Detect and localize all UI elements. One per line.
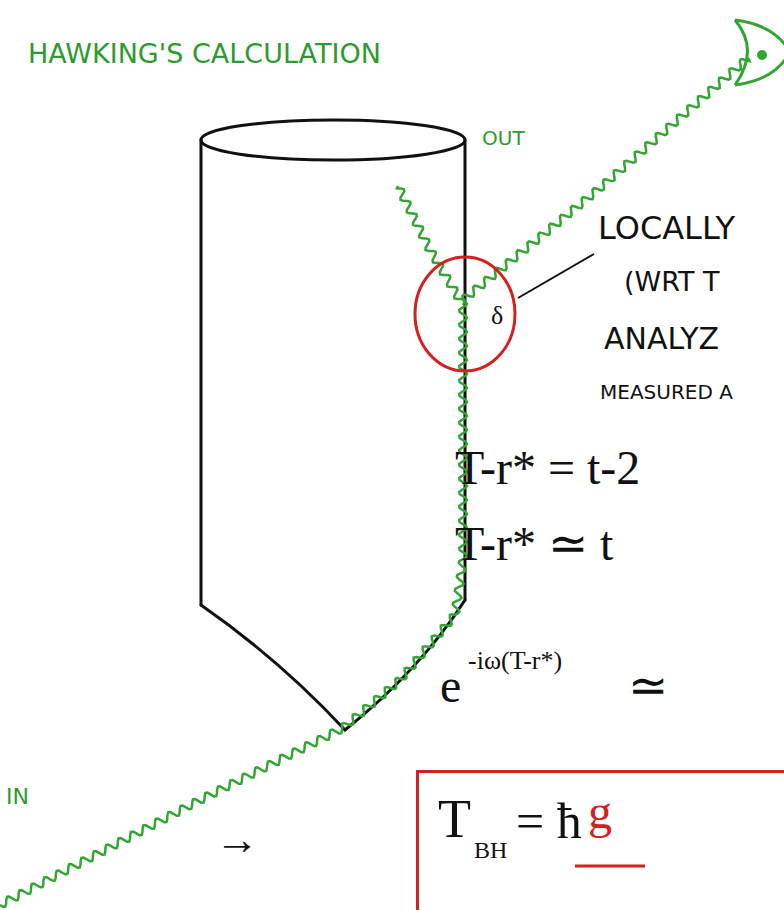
light-ray: [0, 58, 749, 907]
equation: ≃: [628, 662, 668, 710]
equation: T-r* = t-2: [455, 444, 640, 492]
symbol-label: δ: [491, 303, 503, 329]
circle-outline: [415, 257, 515, 371]
formula-symbol: = ħ: [516, 796, 582, 846]
out-label: OUT: [482, 128, 525, 148]
black-hole-cylinder: [201, 120, 465, 730]
in-label: IN: [6, 786, 29, 808]
leader-line: [518, 254, 594, 298]
title-label: HAWKING'S CALCULATION: [28, 40, 381, 67]
equation: T-r* ≃ t: [455, 520, 613, 568]
light-ray: [397, 186, 465, 305]
equation: e: [440, 662, 461, 710]
note-text: (WRT T: [624, 268, 720, 295]
formula-box: TBH = ħg: [416, 770, 784, 910]
note-text: ANALYZ: [604, 324, 719, 354]
formula-subscript: BH: [474, 838, 507, 862]
red-circle: δ: [413, 255, 517, 373]
light-ray: [0, 58, 749, 907]
arrow-symbol: →: [215, 818, 259, 862]
note-text: LOCALLY: [598, 212, 735, 244]
fraction-bar: [575, 865, 645, 868]
formula-symbol: g: [588, 788, 612, 836]
observer-eye: [735, 20, 784, 85]
box-outline: [418, 772, 784, 910]
exponent: -iω(T-r*): [468, 648, 562, 674]
note-text: MEASURED A: [600, 382, 733, 402]
formula-symbol: T: [438, 792, 471, 846]
